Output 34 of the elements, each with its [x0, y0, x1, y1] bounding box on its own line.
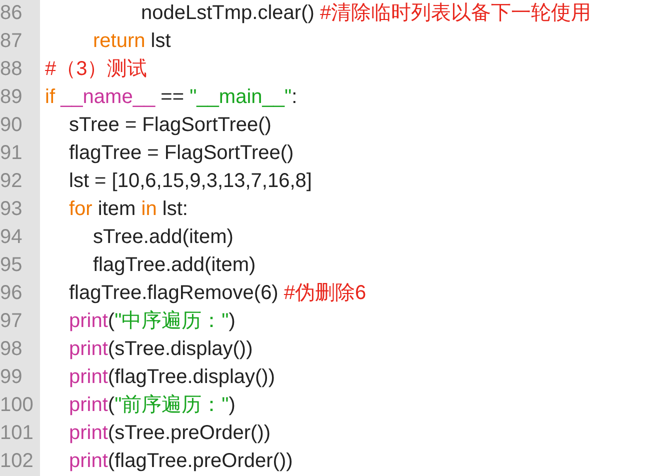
line-number: 90 [0, 113, 22, 137]
code-line: flagTree.flagRemove(6) #伪删除6 [69, 281, 366, 305]
code-line: sTree.add(item) [93, 225, 234, 249]
line-number: 101 [0, 421, 34, 445]
code-line: print("前序遍历：") [69, 393, 236, 417]
line-number: 89 [0, 85, 22, 109]
line-number: 100 [0, 393, 34, 417]
code-line: for item in lst: [69, 197, 188, 221]
code-line: sTree = FlagSortTree() [69, 113, 272, 137]
line-number: 99 [0, 365, 22, 389]
line-number: 92 [0, 169, 22, 193]
line-number: 98 [0, 337, 22, 361]
code-line: print(flagTree.display()) [69, 365, 275, 389]
line-number: 95 [0, 253, 22, 277]
line-number: 86 [0, 1, 22, 25]
code-line: print(sTree.preOrder()) [69, 421, 271, 445]
code-line: flagTree.add(item) [93, 253, 256, 277]
code-line: print(sTree.display()) [69, 337, 253, 361]
line-number: 93 [0, 197, 22, 221]
code-line: #（3）测试 [45, 57, 148, 81]
code-line: if __name__ == "__main__": [45, 85, 298, 109]
code-line: print(flagTree.preOrder()) [69, 449, 293, 473]
code-line: return lst [93, 29, 171, 53]
line-number: 102 [0, 449, 34, 473]
line-number: 88 [0, 57, 22, 81]
line-number: 87 [0, 29, 22, 53]
code-line: flagTree = FlagSortTree() [69, 141, 294, 165]
line-number: 96 [0, 281, 22, 305]
code-line: lst = [10,6,15,9,3,13,7,16,8] [69, 169, 312, 193]
line-number: 94 [0, 225, 22, 249]
line-number: 91 [0, 141, 22, 165]
line-number: 97 [0, 309, 22, 333]
code-line: nodeLstTmp.clear() #清除临时列表以备下一轮使用 [141, 1, 592, 25]
code-line: print("中序遍历：") [69, 309, 236, 333]
